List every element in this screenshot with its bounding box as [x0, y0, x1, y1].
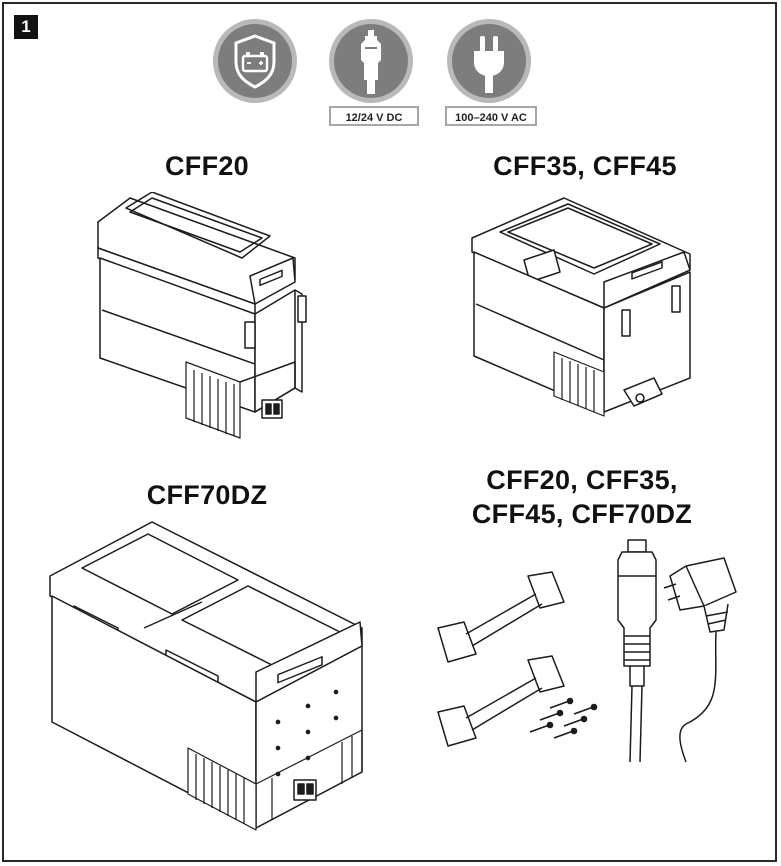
figure-number-badge: 1 — [14, 15, 38, 39]
mains-plug-icon — [446, 18, 532, 104]
battery-protection-icon — [212, 18, 298, 104]
model-title-cff35-cff45: CFF35, CFF45 — [493, 151, 677, 181]
model-title-cff70dz: CFF70DZ — [146, 480, 268, 510]
accessories-illustration — [424, 536, 744, 766]
cff35-cff45-cooler-illustration — [464, 192, 696, 432]
dc-car-plug-cable — [617, 539, 657, 763]
cff70dz-cooler-illustration — [42, 516, 372, 836]
dc-voltage-label: 12/24 V DC — [329, 106, 419, 126]
carry-handle-top — [437, 571, 565, 663]
ac-mains-plug-cable — [663, 557, 737, 763]
car-plug-icon — [328, 18, 414, 104]
model-title-accessories-line2: CFF45, CFF70DZ — [471, 499, 693, 529]
ac-voltage-label: 100–240 V AC — [445, 106, 537, 126]
carry-handle-bottom — [437, 655, 565, 747]
model-title-cff20: CFF20 — [164, 151, 250, 181]
cff20-cooler-illustration — [90, 192, 322, 447]
model-title-accessories-line1: CFF20, CFF35, — [486, 465, 678, 495]
